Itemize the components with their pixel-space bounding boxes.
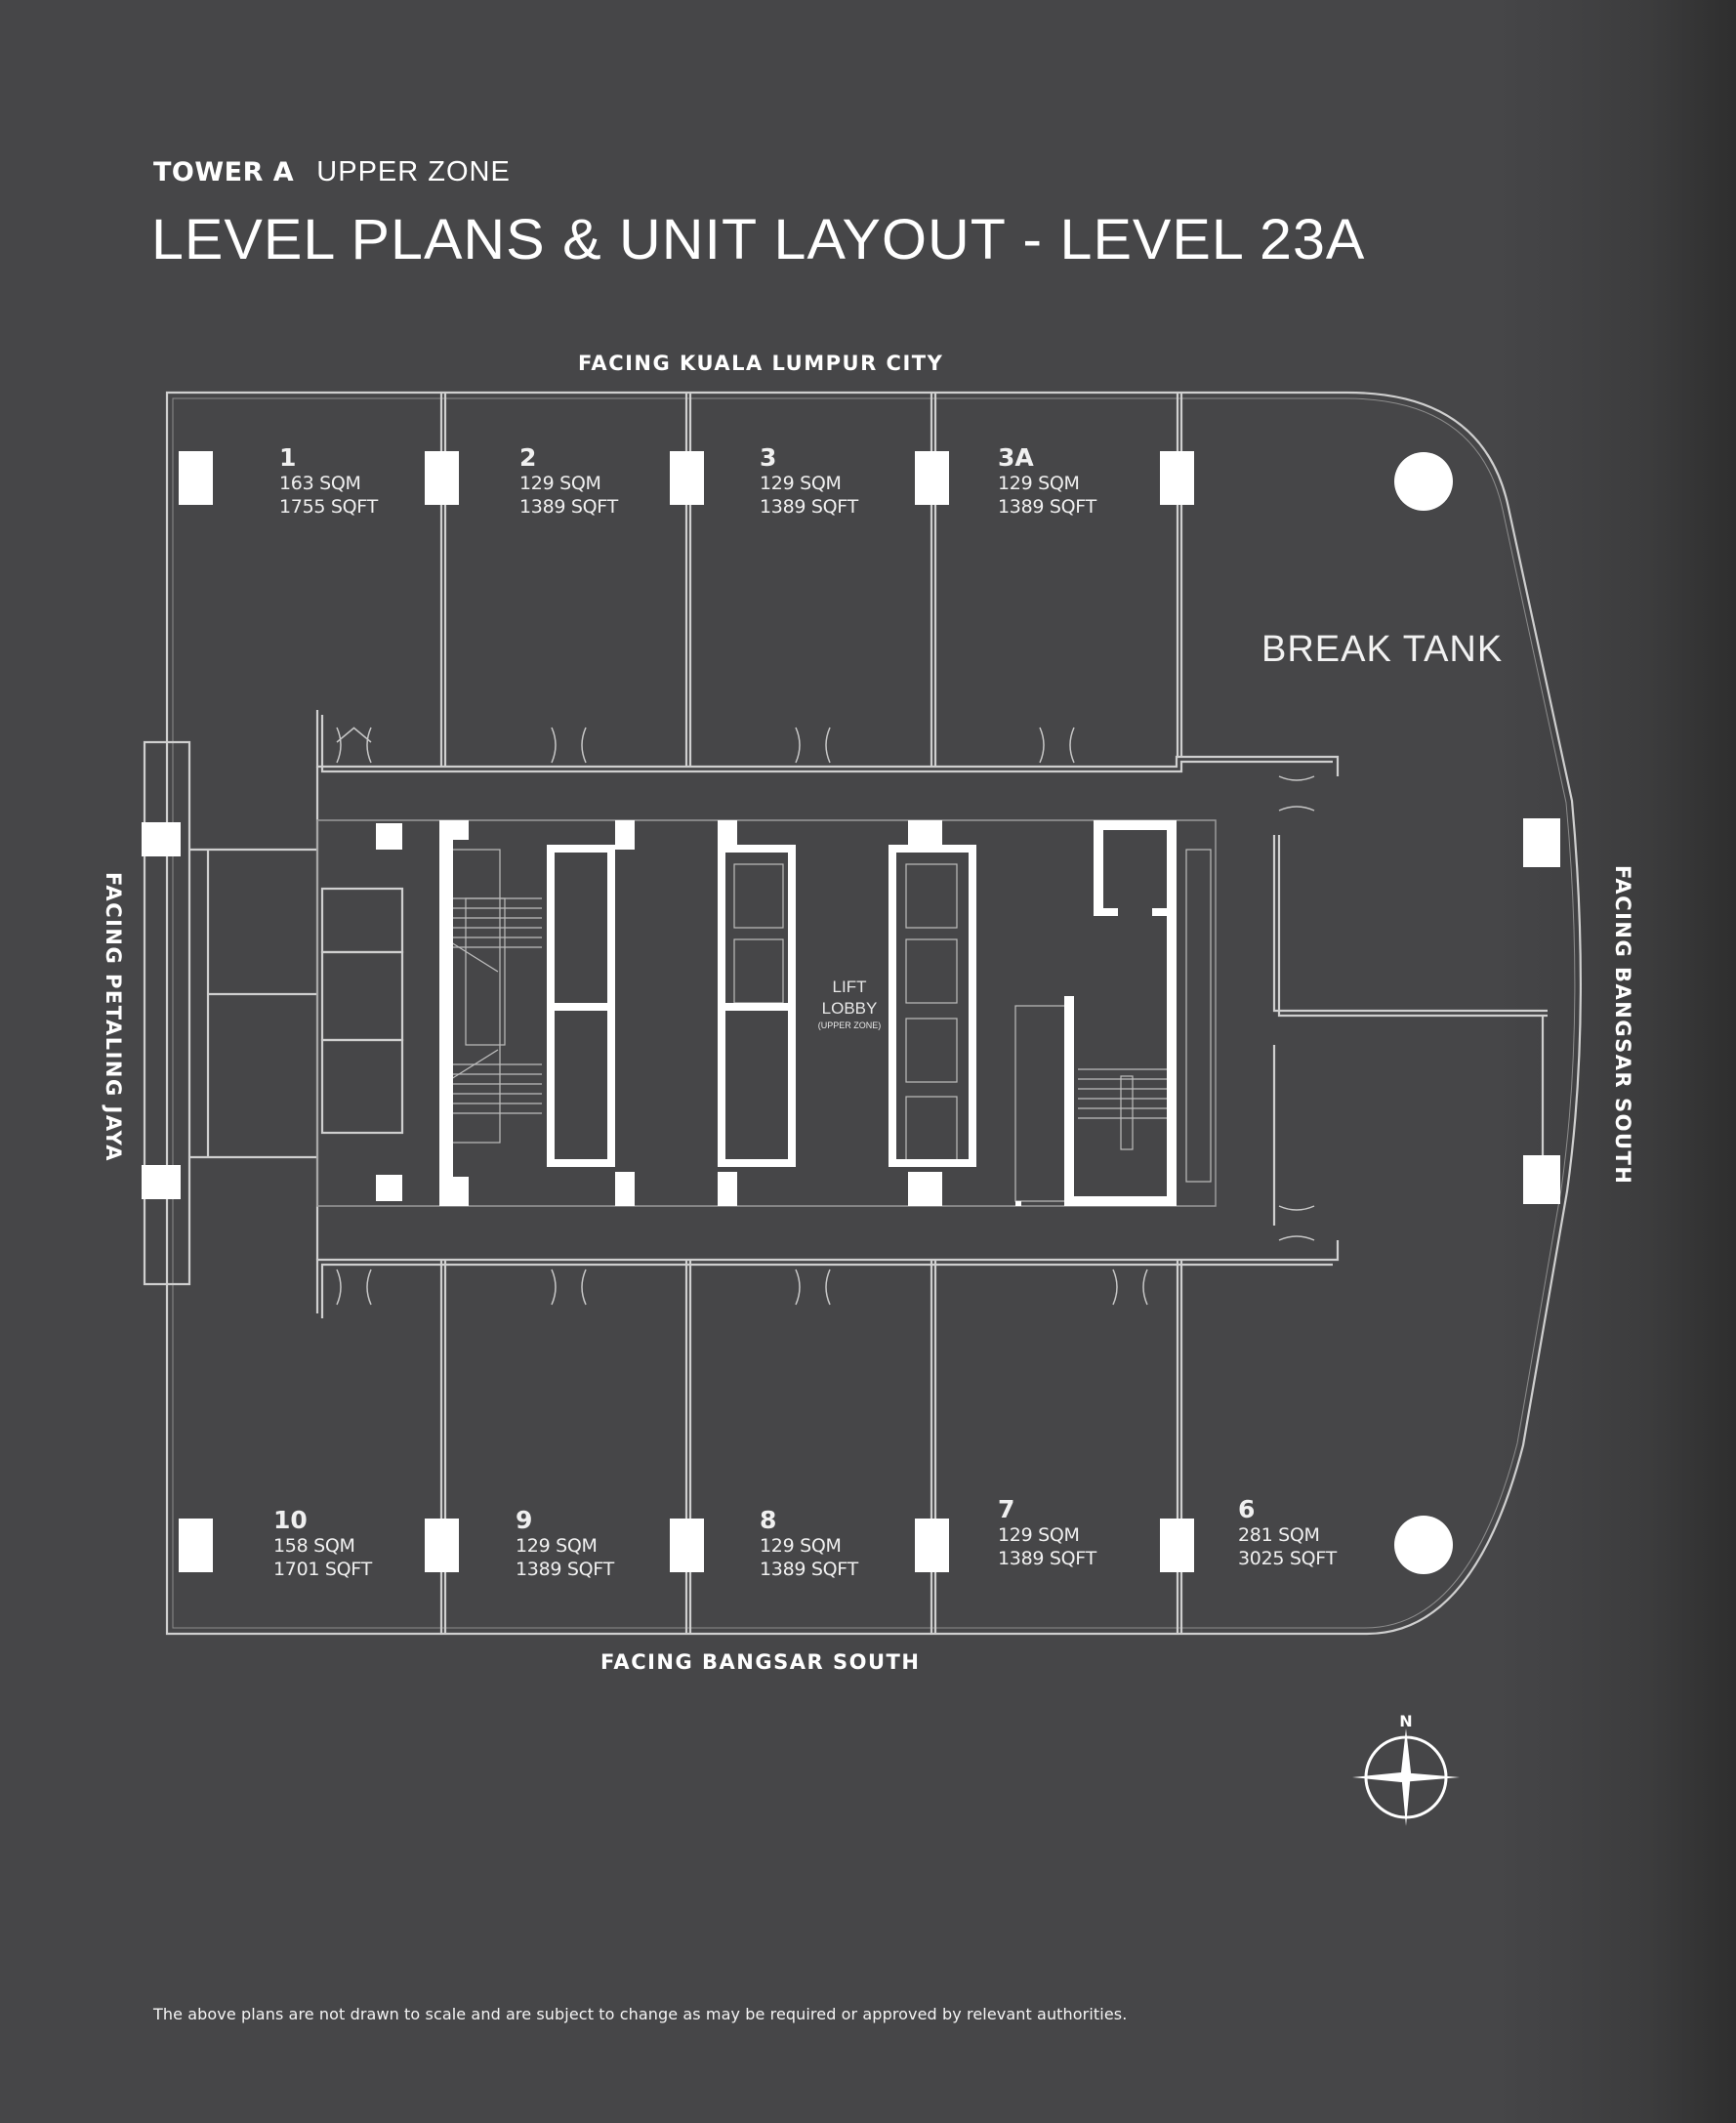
unit-sqft: 1389 SQFT [516, 1559, 614, 1580]
unit-1[interactable]: 1 163 SQM 1755 SQFT [279, 444, 378, 519]
round-column [1394, 1516, 1453, 1574]
unit-6[interactable]: 6 281 SQM 3025 SQFT [1238, 1496, 1337, 1570]
unit-7[interactable]: 7 129 SQM 1389 SQFT [998, 1496, 1096, 1570]
unit-sqft: 1389 SQFT [998, 496, 1096, 518]
column [376, 823, 402, 850]
compass-north-label: N [1399, 1712, 1412, 1730]
unit-number: 7 [998, 1495, 1015, 1523]
lift-label: LIFT [832, 978, 867, 996]
unit-number: 1 [279, 443, 297, 472]
facing-label-left: FACING PETALING JAYA [102, 872, 125, 1163]
unit-number: 3A [998, 443, 1034, 472]
lobby-label: LOBBY [821, 999, 878, 1018]
unit-9[interactable]: 9 129 SQM 1389 SQFT [516, 1507, 614, 1581]
unit-number: 9 [516, 1506, 533, 1534]
column [376, 1175, 402, 1201]
unit-number: 8 [760, 1506, 777, 1534]
unit-sqft: 1389 SQFT [760, 496, 858, 518]
building-outline [165, 391, 1582, 1636]
unit-sqft: 1701 SQFT [273, 1559, 372, 1580]
compass: N [1352, 1707, 1460, 1838]
unit-number: 10 [273, 1506, 308, 1534]
column [1160, 451, 1194, 505]
break-tank-label: BREAK TANK [1261, 629, 1504, 670]
unit-8[interactable]: 8 129 SQM 1389 SQFT [760, 1507, 858, 1581]
unit-sqm: 129 SQM [760, 473, 842, 494]
column [1523, 1155, 1560, 1204]
column [915, 451, 949, 505]
disclaimer-footnote: The above plans are not drawn to scale a… [153, 2005, 1128, 2023]
column [425, 451, 459, 505]
column [1160, 1519, 1194, 1572]
unit-10[interactable]: 10 158 SQM 1701 SQFT [273, 1507, 372, 1581]
unit-number: 3 [760, 443, 777, 472]
unit-3a[interactable]: 3A 129 SQM 1389 SQFT [998, 444, 1096, 519]
unit-sqm: 129 SQM [998, 1524, 1080, 1546]
column [1523, 818, 1560, 867]
column [142, 1165, 181, 1199]
unit-sqm: 129 SQM [998, 473, 1080, 494]
column [179, 451, 213, 505]
header-subtitle: TOWER A UPPER ZONE [153, 156, 511, 188]
unit-sqm: 129 SQM [760, 1535, 842, 1557]
column [670, 451, 704, 505]
round-column [1394, 452, 1453, 511]
column [670, 1519, 704, 1572]
unit-sqft: 1389 SQFT [519, 496, 618, 518]
lift-lobby-label: LIFT LOBBY (UPPER ZONE) [801, 977, 898, 1031]
zone-label: UPPER ZONE [316, 156, 511, 187]
unit-number: 6 [1238, 1495, 1256, 1523]
unit-3[interactable]: 3 129 SQM 1389 SQFT [760, 444, 858, 519]
unit-sqm: 281 SQM [1238, 1524, 1320, 1546]
column [179, 1519, 213, 1572]
facing-label-top: FACING KUALA LUMPUR CITY [578, 352, 944, 375]
column [915, 1519, 949, 1572]
unit-2[interactable]: 2 129 SQM 1389 SQFT [519, 444, 618, 519]
unit-sqm: 158 SQM [273, 1535, 355, 1557]
unit-sqm: 163 SQM [279, 473, 361, 494]
page-title: LEVEL PLANS & UNIT LAYOUT - LEVEL 23A [151, 208, 1366, 271]
unit-sqm: 129 SQM [516, 1535, 598, 1557]
unit-sqft: 3025 SQFT [1238, 1548, 1337, 1569]
lift-lobby-zone: (UPPER ZONE) [817, 1020, 882, 1030]
unit-sqft: 1389 SQFT [998, 1548, 1096, 1569]
facing-label-right: FACING BANGSAR SOUTH [1611, 865, 1634, 1186]
unit-sqft: 1389 SQFT [760, 1559, 858, 1580]
unit-sqft: 1755 SQFT [279, 496, 378, 518]
unit-sqm: 129 SQM [519, 473, 601, 494]
facing-label-bottom: FACING BANGSAR SOUTH [600, 1650, 921, 1674]
unit-number: 2 [519, 443, 537, 472]
compass-rose-icon: N [1352, 1712, 1460, 1826]
column [425, 1519, 459, 1572]
column [142, 822, 181, 856]
tower-label: TOWER A [153, 157, 295, 187]
